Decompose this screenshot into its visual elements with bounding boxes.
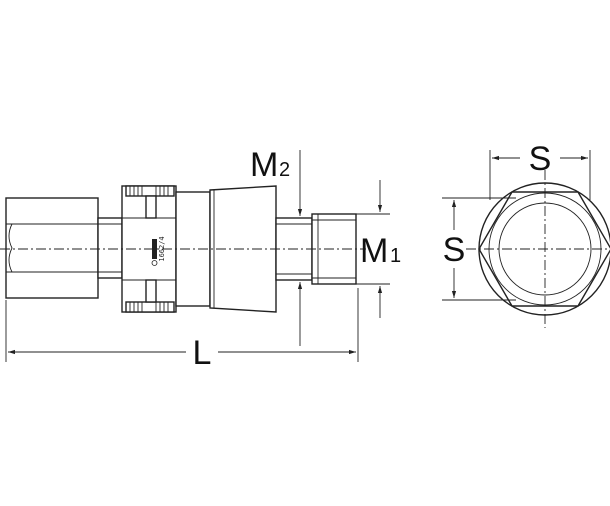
knurl-bottom bbox=[129, 302, 169, 312]
dim-S-top-label: S bbox=[529, 140, 552, 178]
dim-S-side-label: S bbox=[443, 231, 466, 269]
knurl-top bbox=[129, 186, 169, 196]
dim-M2-letter: M bbox=[250, 146, 278, 184]
dimension-M2: M 2 bbox=[250, 146, 303, 346]
dimension-S-top: S bbox=[489, 140, 591, 200]
dim-M1-letter: M bbox=[360, 232, 388, 270]
end-view bbox=[466, 170, 610, 328]
dim-M1-index: 1 bbox=[390, 245, 401, 267]
neck bbox=[97, 217, 123, 279]
side-view: 1662/4 bbox=[0, 185, 366, 313]
dimension-L: L bbox=[5, 288, 359, 372]
dim-M2-index: 2 bbox=[279, 159, 290, 181]
dimension-S-side: S bbox=[442, 197, 516, 301]
marking-logo bbox=[151, 239, 158, 266]
dimension-M1: M 1 bbox=[356, 180, 401, 318]
hex-nut-left bbox=[5, 197, 99, 299]
dim-L-label: L bbox=[193, 334, 212, 372]
